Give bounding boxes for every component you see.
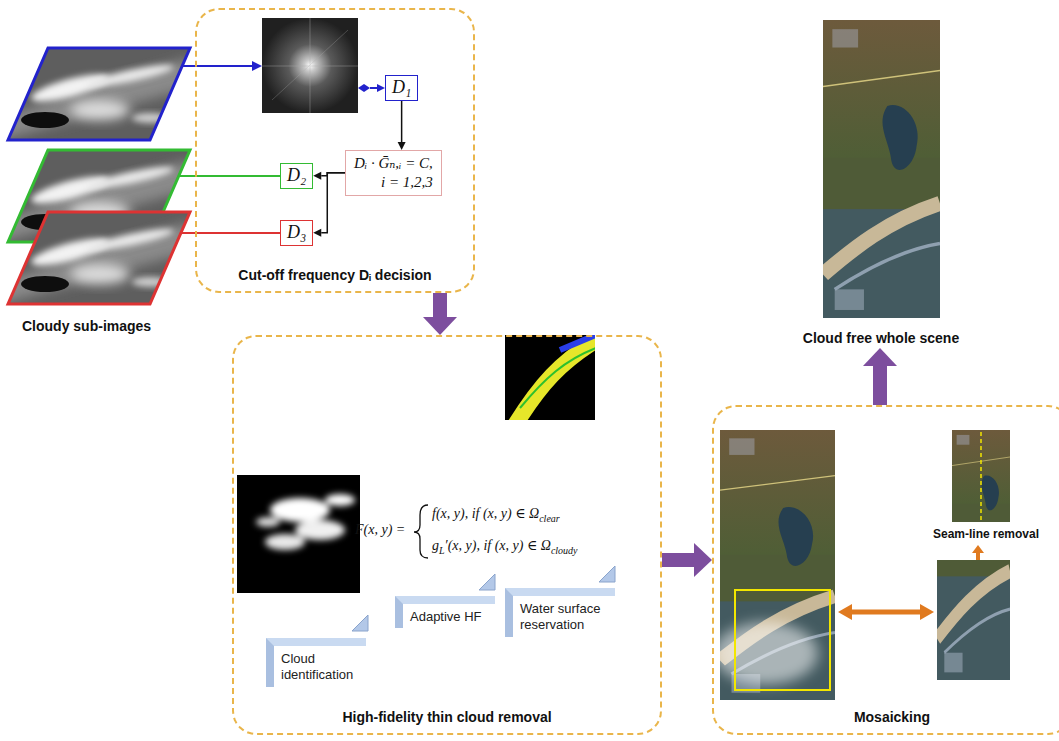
band-frame — [8, 212, 190, 304]
zoom-frame — [735, 590, 830, 690]
flow-connector — [423, 293, 457, 335]
formula-subscript: clear — [539, 513, 560, 524]
water-mask-bands — [515, 335, 595, 420]
connector-arrowhead — [694, 543, 712, 577]
connector-arrowhead — [423, 317, 457, 335]
cutoff-box: D₃ — [280, 220, 313, 246]
callout-pointer — [352, 615, 368, 631]
seam-arrowhead — [972, 545, 984, 553]
formula-box: Dᵢ · Ḡₙ,ᵢ = C,i = 1,2,3 — [345, 150, 442, 196]
mask-blob — [256, 517, 280, 527]
stage-region: Mosaicking — [712, 405, 1059, 735]
cloud-mask-image — [237, 475, 360, 593]
cloud-free-scene-image — [823, 20, 940, 318]
blue-band-wire — [370, 87, 378, 89]
flow-connector — [662, 543, 712, 577]
cloudy-image — [0, 212, 190, 304]
callout-pointer — [599, 566, 615, 582]
result-image-box: Cloud free whole scene — [795, 18, 967, 348]
node-title: Cloud identification — [281, 651, 363, 684]
callout-pointer — [479, 574, 495, 590]
connector-arrowhead — [313, 172, 321, 180]
node-title: D₁ — [392, 77, 411, 99]
seam-image — [952, 430, 1010, 589]
connector-line — [433, 293, 447, 317]
blue-band-wire — [182, 65, 254, 67]
red-band-image — [0, 212, 190, 304]
node-title: Cut-off frequency Dᵢ decision — [238, 267, 431, 283]
water-band — [560, 335, 595, 350]
node-title: D₂ — [287, 165, 306, 187]
stage-region: High-fidelity thin cloud removal Cloud id… — [232, 335, 662, 735]
mask-blob — [270, 498, 330, 522]
cloud-mask-blobs — [256, 494, 355, 550]
formula-term: F(x, y) = — [355, 522, 405, 538]
zoom-arrowhead — [920, 604, 934, 620]
satellite-image — [952, 430, 1010, 589]
node-title: Dᵢ · Ḡₙ,ᵢ = C, — [354, 154, 433, 173]
zoom-arrowhead — [838, 604, 852, 620]
step-callout: Water surface reservation — [505, 588, 615, 637]
connector-arrowhead — [398, 142, 406, 150]
cutoff-box: D₁ — [385, 75, 418, 101]
flow-connector — [398, 101, 406, 150]
formula-term: g — [432, 538, 439, 553]
connector-line — [662, 553, 694, 567]
node-text: i = 1,2,3 — [354, 173, 433, 192]
connector-line — [321, 173, 345, 233]
formula-brace — [414, 505, 428, 558]
cloudy-image — [0, 48, 190, 140]
zoom-arrow — [850, 610, 922, 615]
wire-diamond — [358, 84, 370, 92]
caption-label: Seam-line removal — [933, 527, 1039, 541]
step-callout: Cloud identification — [266, 638, 366, 687]
formula-subscript: L — [439, 545, 445, 556]
flow-connector — [863, 348, 897, 405]
formula-subscript: cloudy — [551, 545, 578, 556]
flow-connector — [313, 173, 345, 237]
cutoff-box: D₂ — [280, 163, 313, 189]
node-title: Mosaicking — [854, 709, 930, 725]
formula-term: ′(x, y), if (x, y) ∈ Ω — [445, 538, 551, 553]
step-callout: Adaptive HF — [395, 596, 495, 628]
blue-band-image — [0, 48, 190, 140]
formula-line: f(x, y), if (x, y) ∈ Ωclear — [432, 505, 560, 524]
node-title: Adaptive HF — [410, 609, 492, 625]
formula-line: gL′(x, y), if (x, y) ∈ Ωcloudy — [432, 537, 578, 556]
spectrum-streak — [272, 30, 348, 100]
satellite-image — [823, 20, 940, 318]
node-title: Water surface reservation — [520, 601, 612, 634]
spectrum-image — [262, 18, 358, 113]
spectrum-axes — [262, 18, 358, 113]
thin-cloud — [714, 622, 818, 684]
mosaic-image — [714, 430, 835, 700]
mask-blob — [265, 534, 305, 550]
node-title: D₃ — [287, 222, 306, 244]
connector-arrowhead — [313, 229, 321, 237]
wire-arrowhead — [377, 84, 385, 92]
node-title: Cloud free whole scene — [803, 330, 959, 346]
mask-blob — [325, 494, 355, 506]
band-frame — [8, 48, 190, 140]
mask-blob — [295, 520, 345, 540]
connector-arrowhead — [863, 348, 897, 366]
stage-region: Cut-off frequency Dᵢ decision D₁ Dᵢ · Ḡₙ,ᵢ… — [195, 8, 475, 293]
water-band — [520, 348, 595, 408]
seam-arrow — [976, 552, 980, 560]
water-band — [515, 338, 595, 420]
wire-arrowhead — [252, 61, 262, 71]
node-title: High-fidelity thin cloud removal — [342, 709, 551, 725]
connector-line — [873, 366, 887, 405]
connector-line — [401, 101, 403, 142]
formula-term: f(x, y), if (x, y) ∈ Ω — [432, 506, 539, 521]
seam-line — [980, 432, 982, 520]
caption-label: Cloudy sub-images — [22, 318, 151, 334]
